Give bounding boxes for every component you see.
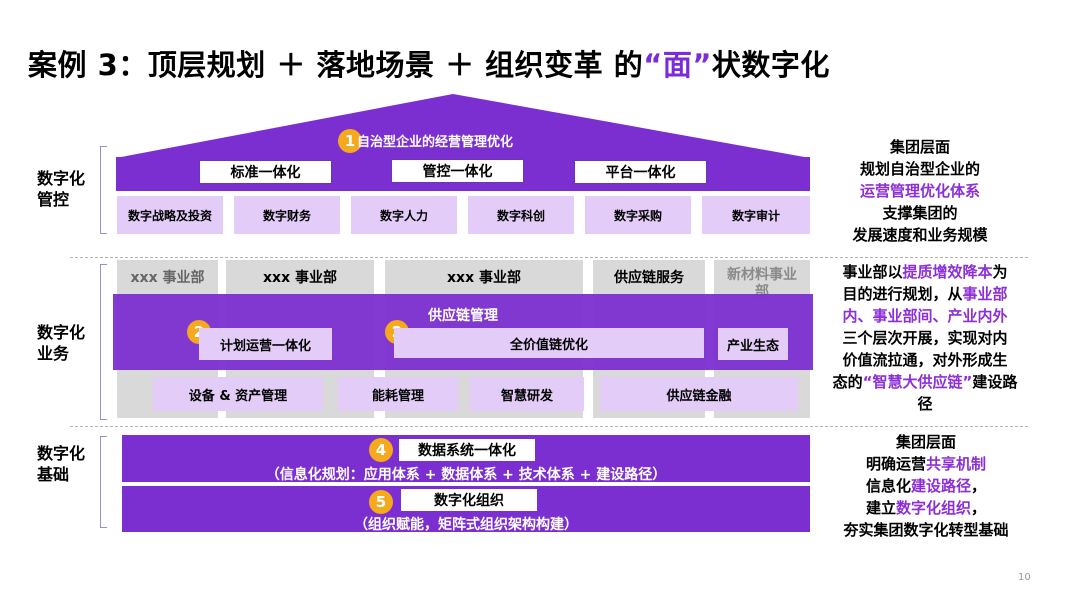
data-system-integration-box: 数据系统一体化 xyxy=(399,439,535,461)
bracket-top xyxy=(100,146,107,234)
supply-chain-finance: 供应链金融 xyxy=(600,377,798,411)
supply-chain-title: 供应链管理 xyxy=(428,308,498,324)
item-digital-hr: 数字人力 xyxy=(351,196,457,234)
roof-title: 自治型企业的经营管理优化 xyxy=(357,135,514,150)
bracket-middle xyxy=(100,264,107,420)
divider-top xyxy=(70,257,1028,258)
label-digital-business: 数字化 业务 xyxy=(37,323,86,363)
page-number: 10 xyxy=(1018,572,1031,583)
page-title: 案例 3：顶层规划 ＋ 落地场景 ＋ 组织变革 的“面”状数字化 xyxy=(28,48,830,82)
platform-integration-box: 平台一体化 xyxy=(574,160,707,184)
equipment-asset-management: 设备 & 资产管理 xyxy=(153,377,323,411)
item-digital-audit: 数字审计 xyxy=(702,196,810,234)
standard-integration-box: 标准一体化 xyxy=(199,160,332,184)
label-digital-control: 数字化 管控 xyxy=(37,169,86,209)
right-text-bottom: 集团层面 明确运营共享机制 信息化建设路径， 建立数字化组织， 夯实集团数字化转… xyxy=(843,433,1009,539)
label-digital-foundation: 数字化 基础 xyxy=(37,444,86,484)
digital-organization-box: 数字化组织 xyxy=(401,489,537,511)
badge-4-icon: 4 xyxy=(369,438,393,462)
plan-operation-integration: 计划运营一体化 xyxy=(199,328,332,360)
control-integration-box: 管控一体化 xyxy=(391,159,524,183)
industry-ecosystem: 产业生态 xyxy=(718,328,788,360)
smart-rd: 智慧研发 xyxy=(470,377,584,411)
full-value-chain-optimization: 全价值链优化 xyxy=(394,328,704,358)
right-text-middle: 事业部以提质增效降本为 目的进行规划，从事业部 内、事业部间、产业内外 三个层次… xyxy=(832,263,1018,413)
energy-management: 能耗管理 xyxy=(338,377,458,411)
right-text-top: 集团层面 规划自治型企业的 运营管理优化体系 支撑集团的 发展速度和业务规模 xyxy=(852,138,988,244)
item-digital-finance: 数字财务 xyxy=(234,196,340,234)
item-digital-procurement: 数字采购 xyxy=(585,196,691,234)
divider-bottom xyxy=(70,426,1028,427)
badge-5-icon: 5 xyxy=(369,490,393,514)
badge-1-icon: 1 xyxy=(338,129,362,153)
data-system-description: （信息化规划：应用体系 + 数据体系 + 技术体系 + 建设路径） xyxy=(265,467,667,483)
item-digital-innovation: 数字科创 xyxy=(468,196,574,234)
item-digital-strategy: 数字战略及投资 xyxy=(117,196,223,234)
digital-organization-description: （组织赋能，矩阵式组织架构构建） xyxy=(354,517,578,533)
bracket-bottom xyxy=(100,436,107,528)
